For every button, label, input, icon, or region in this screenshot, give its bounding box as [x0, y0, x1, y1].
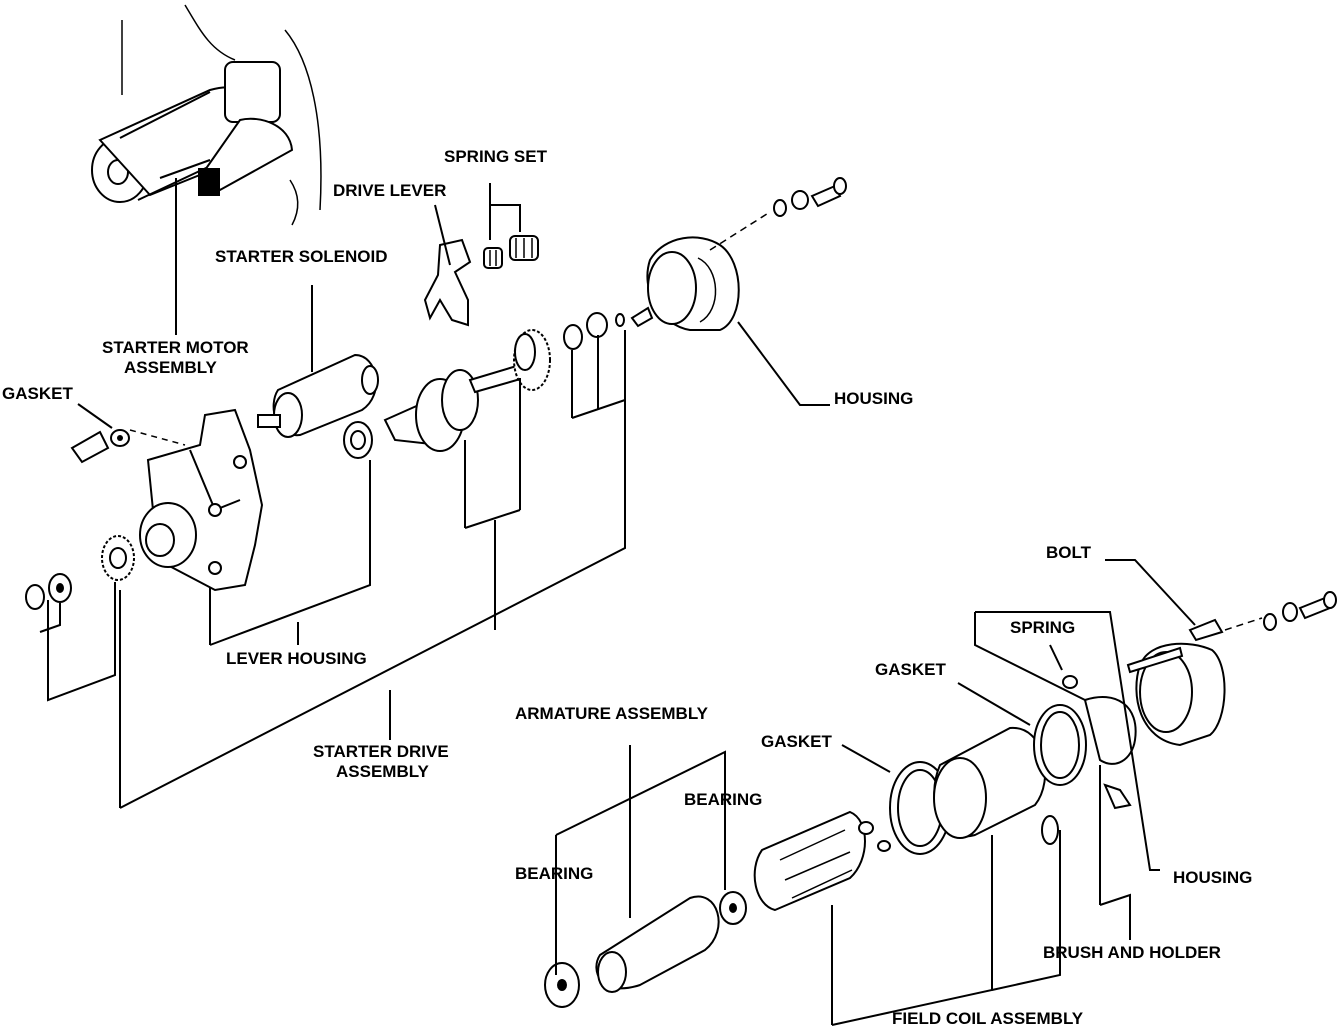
label-spring-set: SPRING SET	[444, 147, 548, 166]
label-spring: SPRING	[1010, 618, 1075, 637]
washer-cluster-drawing	[563, 306, 654, 350]
label-field-coil-assembly: FIELD COIL ASSEMBLY	[892, 1009, 1084, 1028]
field-coil-drawing	[753, 810, 891, 912]
label-armature-assembly: ARMATURE ASSEMBLY	[515, 704, 709, 723]
label-bolt: BOLT	[1046, 543, 1092, 562]
drive-lever-drawing	[423, 238, 472, 327]
label-starter-motor-line1: STARTER MOTOR	[102, 338, 249, 357]
housing-top-drawing	[646, 177, 847, 331]
gasket-bolt-drawing	[70, 429, 186, 464]
label-starter-motor-line2: ASSEMBLY	[124, 358, 218, 377]
label-lever-housing: LEVER HOUSING	[226, 649, 367, 668]
label-gasket-mid: GASKET	[761, 732, 832, 751]
starter-solenoid-drawing	[257, 353, 379, 438]
label-bearing-right: BEARING	[684, 790, 762, 809]
label-gasket-top: GASKET	[2, 384, 73, 403]
gasket-ring-right-drawing	[1033, 704, 1087, 786]
brush-holder-drawing	[1062, 675, 1137, 810]
label-brush-and-holder: BRUSH AND HOLDER	[1043, 943, 1221, 962]
label-starter-solenoid: STARTER SOLENOID	[215, 247, 388, 266]
starter-drive-drawing	[343, 329, 551, 459]
diagram-labels: SPRING SET DRIVE LEVER STARTER SOLENOID …	[2, 147, 1252, 1028]
leader-lines	[39, 178, 1196, 1026]
label-gasket-right: GASKET	[875, 660, 946, 679]
starter-motor-assembly-drawing	[91, 4, 322, 226]
label-starter-drive-line1: STARTER DRIVE	[313, 742, 449, 761]
gasket-ring-drawing	[889, 761, 951, 855]
washer-pair-left-drawing	[25, 573, 72, 610]
pinion-gear-drawing	[101, 535, 135, 581]
field-frame-drawing	[933, 726, 1059, 845]
label-housing-bottom: HOUSING	[1173, 868, 1252, 887]
label-bearing-left: BEARING	[515, 864, 593, 883]
label-drive-lever: DRIVE LEVER	[333, 181, 446, 200]
label-housing-top: HOUSING	[834, 389, 913, 408]
spring-set-drawing	[483, 235, 539, 269]
label-starter-drive-line2: ASSEMBLY	[336, 762, 430, 781]
armature-bearings-drawing	[544, 891, 747, 1008]
housing-bottom-drawing	[1126, 591, 1337, 747]
lever-housing-drawing	[139, 408, 264, 592]
